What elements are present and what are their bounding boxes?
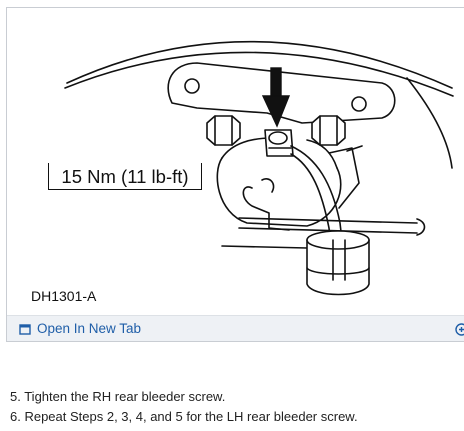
bleeder-screw-diagram bbox=[64, 40, 454, 296]
torque-spec-label: 15 Nm (11 lb-ft) bbox=[48, 163, 202, 190]
figure-card: 15 Nm (11 lb-ft) DH1301-A Open In New Ta… bbox=[6, 7, 464, 342]
figure-toolbar: Open In New Tab bbox=[7, 315, 464, 341]
expand-icon[interactable] bbox=[455, 323, 464, 336]
step-item: 6. Repeat Steps 2, 3, 4, and 5 for the L… bbox=[10, 409, 358, 424]
open-in-new-tab-link[interactable]: Open In New Tab bbox=[19, 321, 141, 336]
procedure-steps: 5. Tighten the RH rear bleeder screw. 6.… bbox=[10, 387, 358, 427]
step-item: 5. Tighten the RH rear bleeder screw. bbox=[10, 389, 226, 404]
new-tab-icon bbox=[19, 323, 31, 335]
figure-reference-id: DH1301-A bbox=[31, 288, 97, 304]
open-in-new-tab-label: Open In New Tab bbox=[37, 321, 142, 336]
